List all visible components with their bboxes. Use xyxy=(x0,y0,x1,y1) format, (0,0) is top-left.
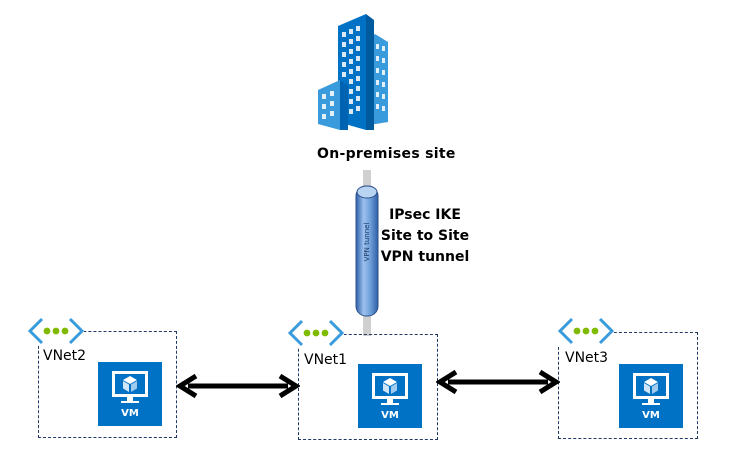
vm-label: VM xyxy=(642,410,660,421)
vnet2-vm-tile: VM xyxy=(98,362,162,426)
vnet2-network-icon xyxy=(28,317,84,345)
tunnel-description: IPsec IKE Site to Site VPN tunnel xyxy=(380,205,470,268)
site-label: On-premises site xyxy=(317,146,456,162)
tunnel-line-2: Site to Site xyxy=(380,228,470,244)
vpn-tunnel-pipe xyxy=(355,170,379,336)
peering-arrow-vnet1-vnet3 xyxy=(436,369,560,395)
vm-label: VM xyxy=(381,410,399,421)
vnet1-network-icon xyxy=(288,319,344,347)
peering-arrow-vnet2-vnet1 xyxy=(176,373,300,399)
vnet3-vm-tile: VM xyxy=(619,364,683,428)
vnet3-network-icon xyxy=(558,317,614,345)
vm-monitor-icon xyxy=(112,371,148,403)
vpn-tunnel-pipe-label: VPN tunnel xyxy=(363,222,371,262)
vm-monitor-icon xyxy=(633,373,669,405)
vm-monitor-icon xyxy=(372,373,408,405)
tunnel-line-1: IPsec IKE xyxy=(389,207,461,223)
building-icon xyxy=(318,14,388,130)
vnet1-vm-tile: VM xyxy=(358,364,422,428)
vnet3-label: VNet3 xyxy=(565,350,609,366)
tunnel-line-3: VPN tunnel xyxy=(380,249,470,265)
vnet3-box xyxy=(558,332,698,439)
vnet1-label: VNet1 xyxy=(304,352,348,368)
vm-label: VM xyxy=(121,408,139,419)
vnet2-label: VNet2 xyxy=(43,348,87,364)
vnet2-box xyxy=(38,331,177,438)
